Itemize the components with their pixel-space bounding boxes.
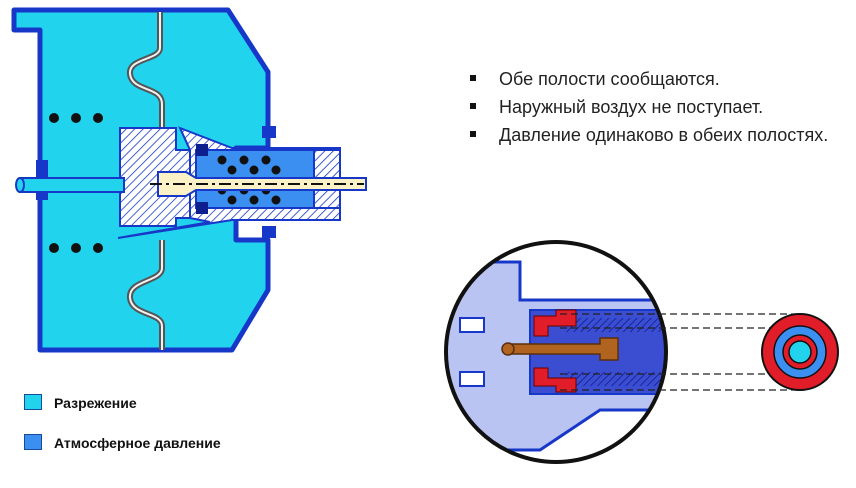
legend-atmospheric: Атмосферное давление: [24, 434, 221, 451]
projection-lines: [560, 313, 800, 391]
legend-vacuum: Разрежение: [24, 394, 137, 411]
diaphragm-inner: [129, 12, 163, 350]
bullet-marker-icon: [470, 75, 476, 81]
bullet-marker-icon: [470, 131, 476, 137]
atmospheric-swatch: [24, 434, 42, 450]
bullet-item: Наружный воздух не поступает.: [470, 94, 830, 120]
vacuum-swatch: [24, 394, 42, 410]
push-rod: [15, 171, 367, 197]
seal-ring-section: [761, 313, 839, 391]
description-list: Обе полости сообщаются. Наружный воздух …: [470, 66, 830, 150]
bullet-item: Обе полости сообщаются.: [470, 66, 830, 92]
bullet-item: Давление одинаково в обеих полостях.: [470, 122, 830, 148]
return-spring-dots: [49, 113, 103, 253]
bullet-marker-icon: [470, 103, 476, 109]
zoom-detail: [444, 240, 668, 464]
